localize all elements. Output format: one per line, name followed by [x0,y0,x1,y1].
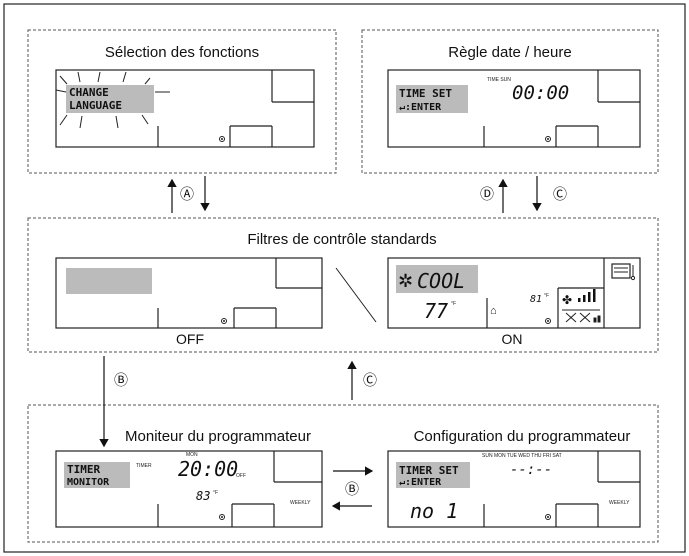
fan-speed-icon: ✤ [562,289,596,307]
louver-icon [562,309,601,323]
label-d: Ⓓ [480,186,494,202]
room-temp-unit: °F [544,293,549,299]
indicator-dot-icon [219,514,225,520]
room-temp-display: 81 [530,294,542,305]
blank-segment-block [66,268,152,294]
function-select-box [27,29,337,174]
clock-display: 00:00 [512,82,569,104]
label-c: Ⓒ [363,372,377,388]
indicator-dot-icon [545,136,551,142]
on-lcd: ✲ COOL 77 °F ⌂ 81 °F ✤ [387,257,641,329]
indicator-dot-icon [545,318,551,324]
timer-area-box [27,404,659,543]
timer-config-lcd: TIMER SET ↵:ENTER SUN MON TUE WED THU FR… [387,450,641,528]
lcd-line-2: MONITOR [67,477,110,488]
on-label: ON [502,331,523,347]
days-row: SUN MON TUE WED THU FRI SAT [482,453,562,459]
label-c-top: Ⓒ [553,186,567,202]
timer-temp-unit: °F [213,490,218,496]
standard-title: Filtres de contrôle standards [247,231,436,248]
timer-monitor-title: Moniteur du programmateur [125,428,311,445]
timer-time-display: 20:00 [178,457,238,481]
label-b-right: Ⓑ [345,481,359,497]
function-select-title: Sélection des fonctions [105,44,259,61]
date-time-box [361,29,659,174]
timer-temp-display: 83 [196,489,210,503]
cool-mode-icon: ✲ [398,271,413,292]
time-sun-label: TIME SUN [487,77,511,83]
off-label: OFF [176,331,204,347]
timer-off-label: OFF [236,473,246,479]
standard-box [27,217,659,353]
lcd-line-2: ↵:ENTER [399,102,442,113]
weekly-label: WEEKLY [609,500,630,506]
day-label: MON [186,452,198,458]
date-time-title: Règle date / heure [448,44,571,61]
function-select-lcd: CHANGE LANGUAGE [55,69,315,148]
timer-label: TIMER [136,463,152,469]
lcd-line-1: CHANGE [69,86,109,99]
svg-text:✤: ✤ [562,293,572,307]
off-lcd [55,257,323,329]
lcd-line-1: TIME SET [399,87,452,100]
filter-icon [611,263,636,281]
lcd-line-1: TIMER SET [399,464,459,477]
set-temp-display: 77 [424,299,448,323]
set-temp-unit: °F [451,301,456,307]
blink-rays-icon [55,71,170,129]
lcd-line-2: ↵:ENTER [399,477,442,488]
lcd-line-2: LANGUAGE [69,99,122,112]
indicator-dot-icon [219,136,225,142]
label-b: Ⓑ [114,372,128,388]
timer-monitor-lcd: TIMER MONITOR TIMER MON 20:00 OFF 83 °F … [55,450,323,528]
program-number-display: no 1 [410,499,458,523]
vane-icon: ⌂ [490,305,497,317]
weekly-label: WEEKLY [290,500,311,506]
indicator-dot-icon [221,318,227,324]
date-time-lcd: TIME SET ↵:ENTER TIME SUN 00:00 [387,69,641,148]
config-time-display: --:-- [510,462,552,478]
indicator-dot-icon [545,514,551,520]
label-a: Ⓐ [180,186,194,202]
lcd-line-1: TIMER [67,463,100,476]
outer-frame [3,3,686,553]
timer-config-title: Configuration du programmateur [414,428,631,445]
mode-display: COOL [417,269,465,293]
off-on-divider [335,267,377,323]
